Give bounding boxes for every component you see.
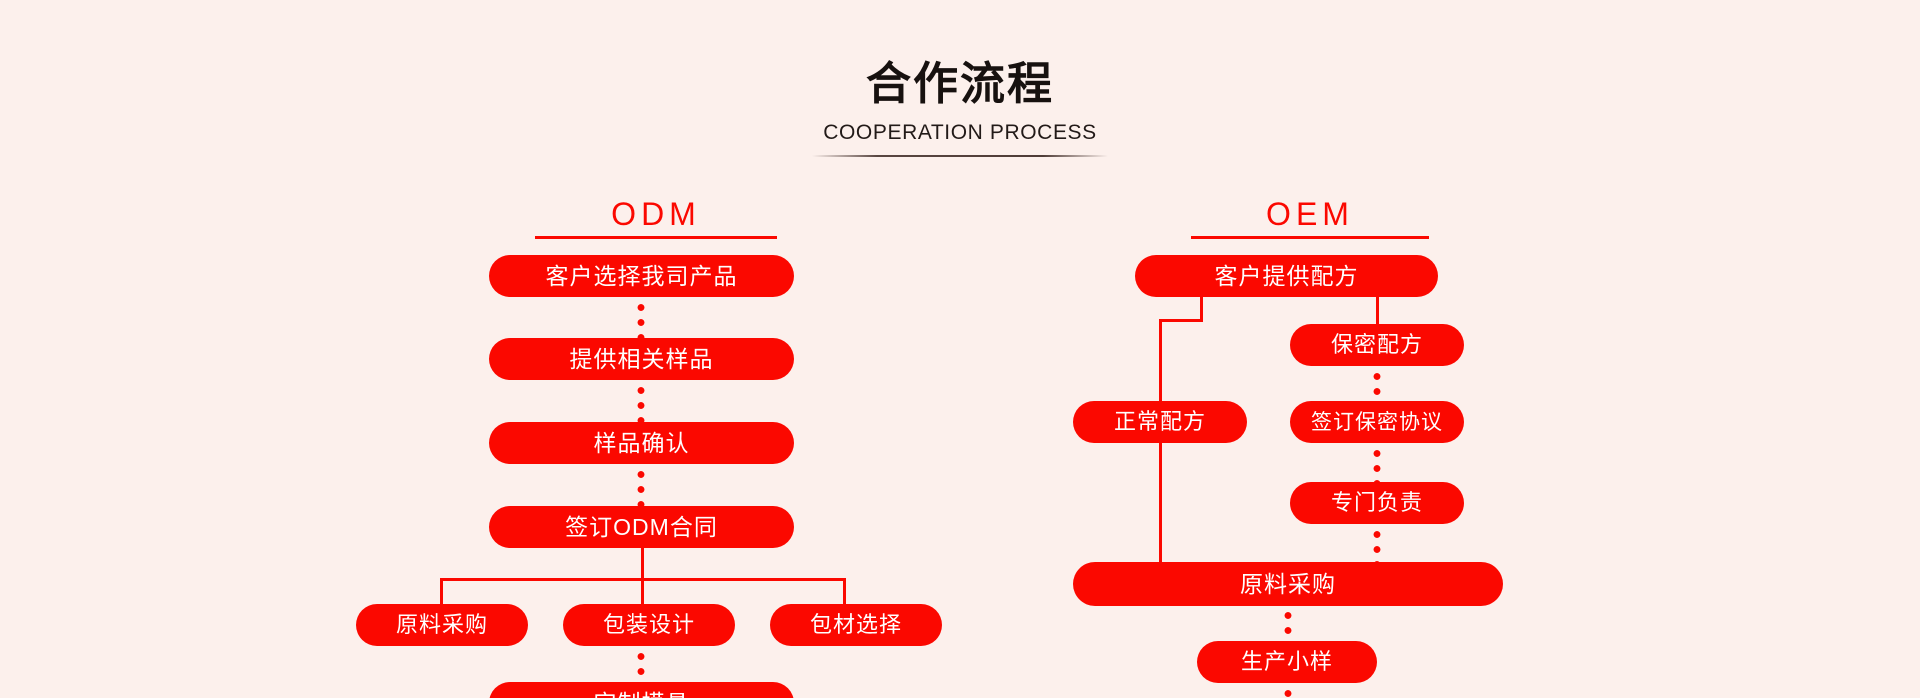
odm-column: ODM — [346, 196, 966, 239]
oem-step-produce-sample[interactable]: 生产小样 — [1197, 641, 1377, 683]
oem-title-underline — [1191, 236, 1429, 239]
odm-title: ODM — [611, 196, 701, 232]
odm-column-header: ODM — [346, 196, 966, 239]
odm-branch-stem — [641, 548, 644, 580]
oem-step-customer-provides-formula[interactable]: 客户提供配方 — [1135, 255, 1438, 297]
title-divider — [812, 155, 1108, 157]
oem-left-branch-stem — [1200, 297, 1203, 322]
oem-title: OEM — [1266, 196, 1354, 232]
odm-step-raw-material-purchase[interactable]: 原料采购 — [356, 604, 528, 646]
odm-connector-1 — [637, 300, 645, 344]
oem-step-raw-material-purchase[interactable]: 原料采购 — [1073, 562, 1503, 606]
oem-step-confidential-formula[interactable]: 保密配方 — [1290, 324, 1464, 366]
odm-branch-drop-center — [641, 578, 644, 608]
odm-step-sign-odm-contract[interactable]: 签订ODM合同 — [489, 506, 794, 548]
oem-column-header: OEM — [1020, 196, 1600, 239]
oem-step-sign-nda[interactable]: 签订保密协议 — [1290, 401, 1464, 443]
oem-connector-4 — [1284, 608, 1292, 644]
odm-connector-4 — [637, 649, 645, 685]
odm-step-sample-confirmation[interactable]: 样品确认 — [489, 422, 794, 464]
odm-connector-2 — [637, 383, 645, 427]
odm-branch-drop-left — [440, 578, 443, 608]
odm-connector-3 — [637, 467, 645, 511]
page-title: 合作流程 — [865, 58, 1054, 109]
odm-step-customer-selects-product[interactable]: 客户选择我司产品 — [489, 255, 794, 297]
odm-title-underline — [535, 236, 777, 239]
oem-column: OEM — [1020, 196, 1600, 239]
page-subtitle: COOPERATION PROCESS — [823, 121, 1097, 144]
odm-step-packaging-material-selection[interactable]: 包材选择 — [770, 604, 942, 646]
oem-step-dedicated-responsibility[interactable]: 专门负责 — [1290, 482, 1464, 524]
oem-left-branch-jog — [1159, 319, 1203, 322]
oem-connector-2 — [1373, 446, 1381, 490]
oem-step-normal-formula[interactable]: 正常配方 — [1073, 401, 1247, 443]
oem-connector-5 — [1284, 686, 1292, 698]
odm-branch-drop-right — [843, 578, 846, 608]
oem-connector-1 — [1373, 369, 1381, 411]
odm-step-custom-mold[interactable]: 定制模具 — [489, 682, 794, 698]
odm-step-provide-samples[interactable]: 提供相关样品 — [489, 338, 794, 380]
oem-connector-3 — [1373, 527, 1381, 563]
odm-step-packaging-design[interactable]: 包装设计 — [563, 604, 735, 646]
oem-right-branch-stem — [1376, 297, 1379, 325]
header: 合作流程 COOPERATION PROCESS — [0, 0, 1920, 157]
